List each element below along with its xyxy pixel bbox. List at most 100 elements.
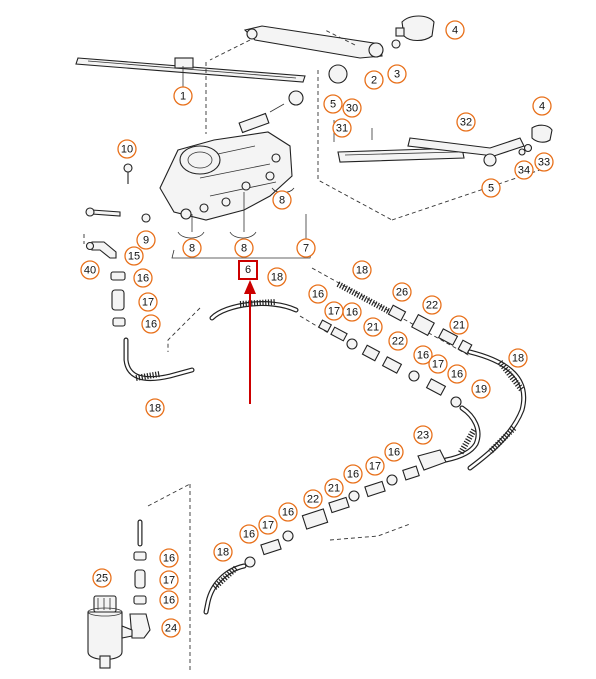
svg-text:9: 9 (143, 235, 149, 247)
callout-33: 33 (534, 152, 554, 172)
svg-text:16: 16 (346, 307, 358, 319)
callout-7: 7 (296, 238, 316, 258)
wiper-arm-part (243, 25, 384, 59)
callout-18: 18 (508, 348, 528, 368)
fitting-chain-upper (336, 281, 473, 355)
callout-34: 34 (514, 160, 534, 180)
svg-text:16: 16 (282, 507, 294, 519)
svg-text:8: 8 (189, 243, 195, 255)
callout-5: 5 (481, 178, 501, 198)
callout-21: 21 (449, 315, 469, 335)
svg-text:5: 5 (488, 183, 494, 195)
svg-text:16: 16 (163, 553, 175, 565)
svg-text:26: 26 (396, 287, 408, 299)
svg-text:18: 18 (217, 547, 229, 559)
svg-text:17: 17 (142, 297, 154, 309)
screw-part (123, 163, 133, 173)
svg-text:33: 33 (538, 157, 550, 169)
rear-wiper-arm-part (407, 137, 525, 167)
callout-21: 21 (363, 317, 383, 337)
callout-17: 17 (324, 301, 344, 321)
svg-text:16: 16 (163, 595, 175, 607)
svg-text:17: 17 (262, 520, 274, 532)
svg-text:21: 21 (453, 320, 465, 332)
callout-4: 4 (445, 20, 465, 40)
callout-3: 3 (387, 64, 407, 84)
svg-text:16: 16 (145, 319, 157, 331)
svg-text:32: 32 (460, 117, 472, 129)
callout-16: 16 (343, 464, 363, 484)
svg-text:2: 2 (371, 75, 377, 87)
svg-text:16: 16 (388, 447, 400, 459)
callout-8: 8 (234, 238, 254, 258)
callout-8: 8 (182, 238, 202, 258)
washer-9-part (141, 213, 151, 223)
svg-text:15: 15 (128, 251, 140, 263)
callout-18: 18 (267, 267, 287, 287)
callout-2: 2 (364, 70, 384, 90)
svg-text:19: 19 (475, 384, 487, 396)
callout-17: 17 (428, 354, 448, 374)
svg-text:22: 22 (426, 300, 438, 312)
svg-text:1: 1 (180, 91, 186, 103)
callout-21: 21 (324, 478, 344, 498)
wiper-blade-part (75, 57, 306, 83)
svg-text:3: 3 (394, 69, 400, 81)
svg-text:4: 4 (452, 25, 458, 37)
callout-17: 17 (138, 292, 158, 312)
svg-text:17: 17 (163, 575, 175, 587)
callout-16: 16 (278, 502, 298, 522)
callout-5: 5 (323, 94, 343, 114)
callout-10: 10 (117, 139, 137, 159)
rear-wiper-blade-part (337, 147, 465, 163)
svg-text:8: 8 (279, 195, 285, 207)
callout-16: 16 (141, 314, 161, 334)
svg-text:16: 16 (417, 350, 429, 362)
callout-16: 16 (239, 524, 259, 544)
svg-text:7: 7 (303, 243, 309, 255)
callout-17: 17 (258, 515, 278, 535)
callout-24: 24 (161, 618, 181, 638)
svg-text:17: 17 (369, 461, 381, 473)
svg-text:34: 34 (518, 165, 530, 177)
callout-18: 18 (145, 398, 165, 418)
svg-text:17: 17 (432, 359, 444, 371)
callout-22: 22 (303, 489, 323, 509)
svg-text:6: 6 (245, 264, 251, 276)
callout-18: 18 (213, 542, 233, 562)
callout-16: 16 (159, 590, 179, 610)
svg-text:18: 18 (356, 265, 368, 277)
svg-text:22: 22 (307, 494, 319, 506)
callout-17: 17 (159, 570, 179, 590)
callout-16: 16 (447, 364, 467, 384)
fitting-chain-middle (244, 449, 447, 568)
callout-40: 40 (80, 260, 100, 280)
svg-text:16: 16 (347, 469, 359, 481)
svg-text:17: 17 (328, 306, 340, 318)
fitting-chain-lower (317, 319, 462, 408)
washer-part (328, 64, 348, 84)
callout-8: 8 (272, 190, 292, 210)
callout-32: 32 (456, 112, 476, 132)
svg-text:18: 18 (512, 353, 524, 365)
callout-17: 17 (365, 456, 385, 476)
svg-text:22: 22 (392, 336, 404, 348)
callout-9: 9 (136, 230, 156, 250)
svg-text:40: 40 (84, 265, 96, 277)
svg-text:16: 16 (137, 273, 149, 285)
bolt-part (91, 209, 121, 217)
svg-text:21: 21 (367, 322, 379, 334)
svg-text:21: 21 (328, 483, 340, 495)
washer-pump-part (87, 595, 133, 669)
highlighted-part-label: 6 (238, 260, 258, 280)
svg-text:5: 5 (330, 99, 336, 111)
callout-16: 16 (159, 548, 179, 568)
svg-text:18: 18 (271, 272, 283, 284)
svg-text:4: 4 (539, 101, 545, 113)
seal-part (288, 90, 304, 106)
callout-16: 16 (413, 345, 433, 365)
callout-16: 16 (308, 284, 328, 304)
nut-part (391, 39, 401, 49)
